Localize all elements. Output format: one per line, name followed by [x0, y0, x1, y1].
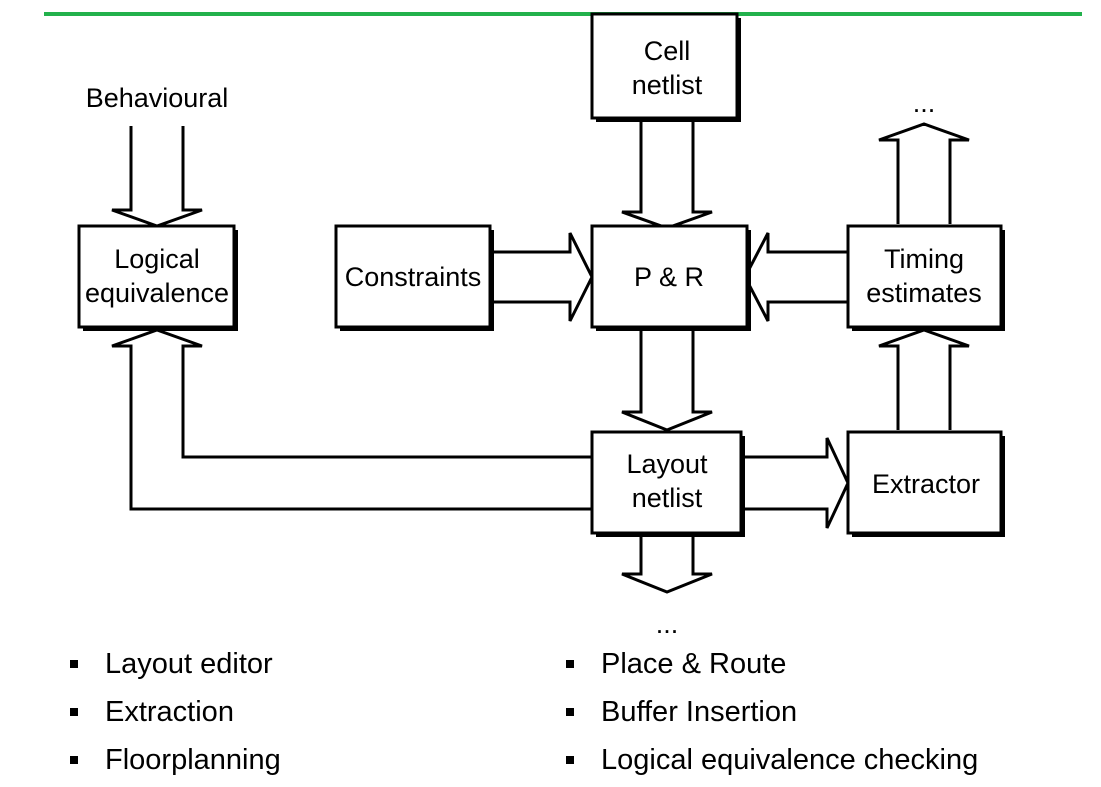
bottom-ellipsis: ... — [656, 609, 679, 639]
cell-netlist-line1: Cell — [644, 36, 691, 66]
cell-netlist-box — [590, 12, 739, 120]
timing-estimates-line2: estimates — [866, 278, 982, 308]
layout-netlist-line1: Layout — [626, 449, 708, 479]
arrow-layout-down — [621, 536, 713, 594]
pr-box — [590, 224, 749, 329]
arrow-timing-up — [878, 122, 970, 224]
arrow-constraints-to-pr — [490, 232, 594, 322]
bullet-item: Place & Route — [565, 640, 978, 688]
bullet-item: Buffer Insertion — [565, 688, 978, 736]
arrow-layout-to-logical — [111, 328, 592, 511]
bullet-item: Extraction — [69, 688, 281, 736]
arrow-extractor-to-timing — [878, 328, 970, 430]
extractor-box — [846, 430, 1003, 535]
timing-estimates-line1: Timing — [884, 244, 964, 274]
arrow-behavioural-to-logical — [111, 126, 203, 228]
arrow-layout-to-extractor — [741, 437, 850, 529]
layout-netlist-box — [590, 430, 743, 535]
header-rule — [44, 12, 1082, 16]
arrow-pr-to-layout — [621, 328, 713, 432]
logical-equivalence-line2: equivalence — [85, 278, 229, 308]
layout-netlist-line2: netlist — [632, 483, 703, 513]
behavioural-label: Behavioural — [86, 83, 229, 113]
arrow-cell-to-pr — [621, 122, 713, 230]
cell-netlist-line2: netlist — [632, 70, 703, 100]
bullet-list-right: Place & Route Buffer Insertion Logical e… — [565, 640, 978, 784]
bullet-list-left: Layout editor Extraction Floorplanning — [69, 640, 281, 784]
constraints-box — [334, 224, 492, 329]
bullet-item: Floorplanning — [69, 736, 281, 784]
constraints-label: Constraints — [345, 262, 482, 292]
bullet-item: Logical equivalence checking — [565, 736, 978, 784]
bullet-item: Layout editor — [69, 640, 281, 688]
logical-equivalence-box — [77, 224, 236, 329]
logical-equivalence-line1: Logical — [114, 244, 200, 274]
timing-estimates-box — [846, 224, 1003, 329]
top-ellipsis: ... — [913, 88, 936, 118]
pr-label: P & R — [634, 262, 704, 292]
extractor-label: Extractor — [872, 469, 980, 499]
arrow-timing-to-pr — [743, 232, 848, 322]
